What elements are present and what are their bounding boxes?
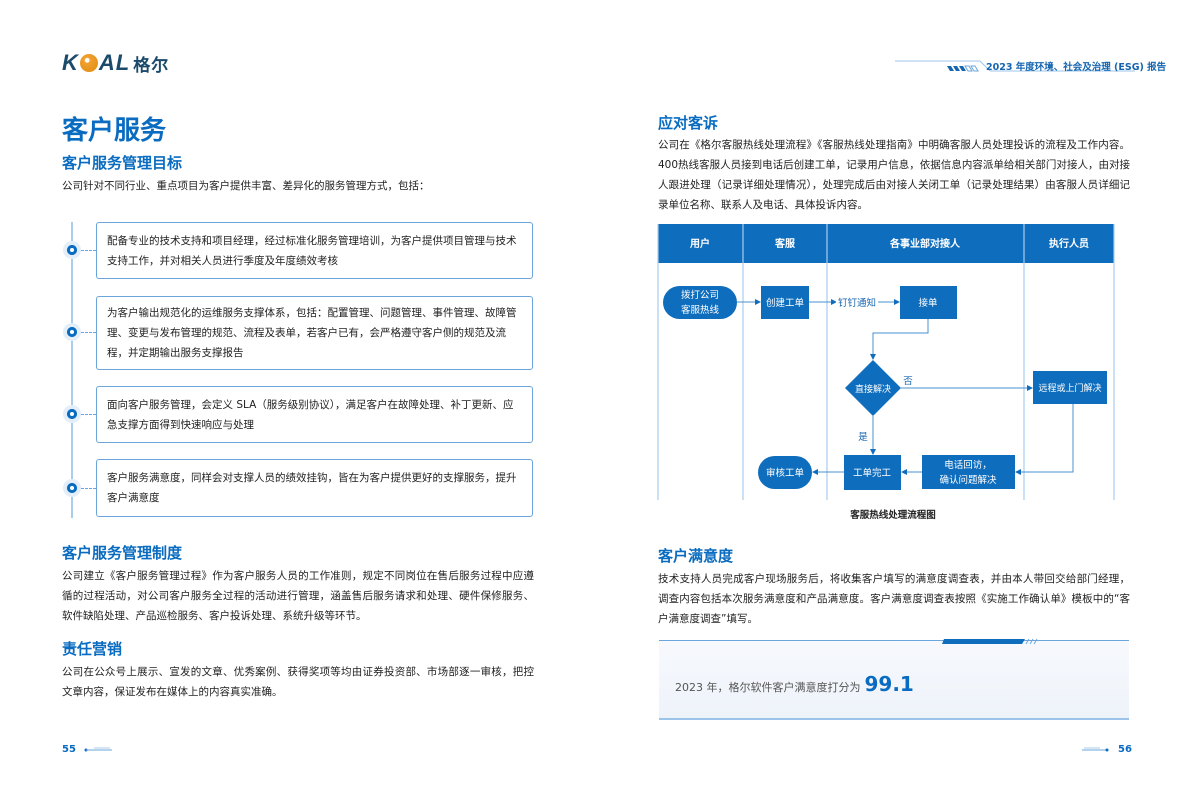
node-remote (1033, 371, 1107, 404)
review-text: 审核工单 (766, 467, 805, 479)
node-done (844, 455, 901, 490)
heading-satisfaction: 客户满意度 (658, 547, 734, 565)
score-value: 99.1 (864, 672, 914, 696)
yes-label: 是 (858, 432, 868, 443)
timeline-dot-icon (63, 479, 81, 497)
node-decision (845, 360, 901, 416)
node-call-hotline (663, 286, 737, 319)
lane-department: 各事业部对接人 (889, 237, 961, 250)
lane-service: 客服 (774, 237, 796, 250)
logo-orb-icon (79, 54, 98, 72)
report-title: 2023 年度环境、社会及治理 (ESG) 报告 (986, 62, 1167, 73)
flowchart-caption: 客服热线处理流程图 (849, 509, 936, 521)
header-decoration (895, 60, 1135, 72)
connector (81, 488, 96, 489)
page-number: 55 (62, 744, 76, 755)
goal-text: 配备专业的技术支持和项目经理，经过标准化服务管理培训，为客户提供项目管理与技术支… (107, 234, 517, 267)
callback-text-1: 电话回访， (944, 459, 992, 471)
goal-text: 为客户输出规范化的运维服务支撑体系，包括：配置管理、问题管理、事件管理、故障管理… (107, 307, 517, 359)
heading-responsible-marketing: 责任营销 (62, 640, 123, 658)
goal-card: 面向客户服务管理，会定义 SLA（服务级别协议），满足客户在故障处理、补丁更新、… (96, 386, 533, 443)
service-goals-intro: 公司针对不同行业、重点项目为客户提供丰富、差异化的服务管理方式，包括： (62, 180, 430, 192)
node-create-ticket (761, 286, 809, 319)
timeline-dot-icon (63, 405, 81, 423)
timeline-dot-icon (63, 241, 81, 259)
node-accept (900, 286, 957, 319)
footer-line-icon (84, 747, 112, 752)
timeline-dot-icon (63, 323, 81, 341)
done-text: 工单完工 (853, 467, 892, 479)
connector (81, 250, 96, 251)
score-line: 2023 年，格尔软件客户满意度打分为 99.1 (675, 672, 914, 696)
page-title: 客户服务 (62, 116, 167, 146)
footer-line-icon (1082, 747, 1109, 752)
heading-service-goals: 客户服务管理目标 (62, 154, 183, 172)
score-box-decoration (942, 638, 1038, 645)
complaints-body: 公司在《格尔客服热线处理流程》《客服热线处理指南》中明确客服人员处理投诉的流程及… (658, 139, 1130, 211)
call-text-2: 客服热线 (681, 304, 720, 316)
lane-user: 用户 (689, 237, 710, 250)
connector (81, 332, 96, 333)
decide-text: 直接解决 (855, 383, 891, 395)
heading-service-system: 客户服务管理制度 (62, 544, 183, 562)
satisfaction-score-box (659, 640, 1129, 720)
service-system-body: 公司建立《客户服务管理过程》作为客户服务人员的工作准则，规定不同岗位在售后服务过… (62, 570, 534, 622)
goal-text: 客户服务满意度，同样会对支撑人员的绩效挂钩，皆在为客户提供更好的支撑服务，提升客… (107, 472, 517, 504)
lane-executor: 执行人员 (1049, 237, 1089, 250)
heading-complaints: 应对客诉 (658, 114, 719, 132)
goal-card: 客户服务满意度，同样会对支撑人员的绩效挂钩，皆在为客户提供更好的支撑服务，提升客… (96, 459, 533, 517)
create-text: 创建工单 (766, 297, 805, 309)
node-callback (922, 455, 1015, 489)
page-number: 56 (1118, 744, 1132, 755)
call-text-1: 拨打公司 (681, 289, 719, 301)
score-label: 2023 年，格尔软件客户满意度打分为 (675, 681, 861, 694)
goal-card: 配备专业的技术支持和项目经理，经过标准化服务管理培训，为客户提供项目管理与技术支… (96, 222, 533, 279)
connector (81, 414, 96, 415)
goal-text: 面向客户服务管理，会定义 SLA（服务级别协议），满足客户在故障处理、补丁更新、… (107, 398, 514, 431)
timeline-line (71, 222, 73, 518)
callback-text-2: 确认问题解决 (939, 474, 997, 486)
lane-header-bar (658, 224, 1114, 263)
satisfaction-body: 技术支持人员完成客户现场服务后，将收集客户填写的满意度调查表，并由本人带回交给部… (658, 573, 1130, 625)
goal-card: 为客户输出规范化的运维服务支撑体系，包括：配置管理、问题管理、事件管理、故障管理… (96, 296, 533, 370)
node-review (758, 456, 812, 489)
notify-label: 钉钉通知 (838, 297, 876, 309)
no-label: 否 (903, 376, 913, 387)
logo-cn: 格尔 (133, 55, 170, 75)
remote-text: 远程或上门解决 (1038, 382, 1101, 394)
accept-text: 接单 (918, 297, 938, 309)
responsible-marketing-body: 公司在公众号上展示、宣发的文章、优秀案例、获得奖项等均由证券投资部、市场部逐一审… (62, 666, 534, 698)
